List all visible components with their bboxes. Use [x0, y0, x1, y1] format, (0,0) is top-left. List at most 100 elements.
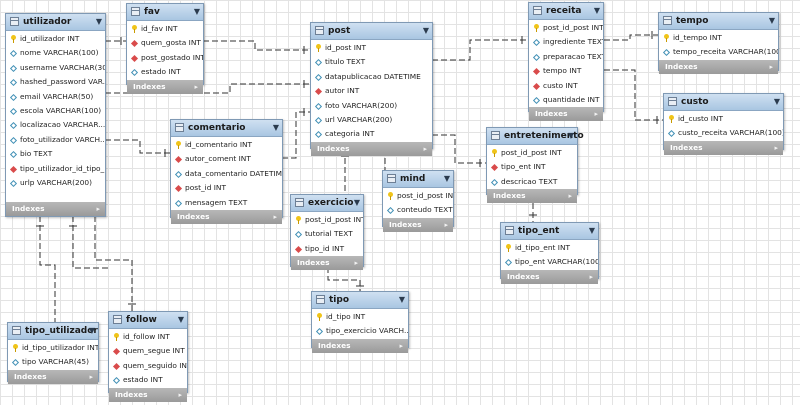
column-row[interactable]: categoria INT [311, 127, 432, 141]
column-row[interactable]: urlp VARCHAR(200) [6, 176, 105, 190]
column-row[interactable]: id_tipo_ent INT [501, 241, 598, 255]
column-row[interactable]: tempo INT [529, 64, 603, 78]
table-header[interactable]: custo▼ [664, 94, 783, 111]
table-header[interactable]: fav▼ [127, 4, 203, 21]
column-row[interactable]: custo INT [529, 79, 603, 93]
column-row[interactable]: url VARCHAR(200) [311, 113, 432, 127]
table-header[interactable]: exercicio▼ [291, 195, 363, 212]
column-row[interactable]: id_tipo_utilizador INT [8, 341, 98, 355]
collapse-arrow-icon[interactable]: ▼ [768, 16, 775, 25]
collapse-arrow-icon[interactable]: ▼ [272, 123, 279, 132]
table-header[interactable]: tempo▼ [659, 13, 778, 30]
indexes-footer[interactable]: Indexes [487, 189, 577, 204]
column-row[interactable]: escola VARCHAR(100) [6, 104, 105, 118]
column-row[interactable]: id_tipo INT [312, 310, 408, 324]
collapse-arrow-icon[interactable]: ▼ [398, 295, 405, 304]
column-row[interactable]: preparacao TEXT [529, 50, 603, 64]
column-row[interactable]: quantidade INT [529, 93, 603, 107]
column-row[interactable]: quem_segue INT [109, 344, 187, 358]
indexes-footer[interactable]: Indexes [291, 256, 363, 271]
indexes-footer[interactable]: Indexes [171, 209, 282, 224]
column-row[interactable]: tutorial TEXT [291, 227, 363, 241]
column-row[interactable]: id_utilizador INT [6, 32, 105, 46]
column-row[interactable]: tipo VARCHAR(45) [8, 355, 98, 369]
indexes-footer[interactable]: Indexes [312, 338, 408, 353]
column-row[interactable]: hashed_password VAR... [6, 75, 105, 89]
table-header[interactable]: post▼ [311, 23, 432, 40]
table-header[interactable]: tipo▼ [312, 292, 408, 309]
collapse-arrow-icon[interactable]: ▼ [567, 131, 574, 140]
column-row[interactable]: nome VARCHAR(100) [6, 46, 105, 60]
column-row[interactable]: email VARCHAR(50) [6, 90, 105, 104]
collapse-arrow-icon[interactable]: ▼ [773, 97, 780, 106]
column-row[interactable]: ingrediente TEXT [529, 35, 603, 49]
indexes-footer[interactable]: Indexes [529, 107, 603, 122]
column-row[interactable]: estado INT [127, 65, 203, 79]
column-row[interactable]: tipo_exercicio VARCH... [312, 324, 408, 338]
collapse-arrow-icon[interactable]: ▼ [193, 7, 200, 16]
column-row[interactable]: titulo TEXT [311, 55, 432, 69]
column-row[interactable]: quem_seguido INT [109, 359, 187, 373]
column-row[interactable]: tipo_id INT [291, 242, 363, 256]
column-row[interactable]: tipo_utilizador_id_tipo_... [6, 162, 105, 176]
indexes-footer[interactable]: Indexes [6, 202, 105, 216]
table-header[interactable]: follow▼ [109, 312, 187, 329]
column-row[interactable]: post_id_post INT [487, 146, 577, 160]
column-row[interactable]: post_gostado INT [127, 51, 203, 65]
table-header[interactable]: tipo_ent▼ [501, 223, 598, 240]
table-header[interactable]: entretenimento▼ [487, 128, 584, 145]
column-row[interactable]: post_id INT [171, 181, 282, 195]
indexes-footer[interactable]: Indexes [127, 79, 203, 94]
indexes-footer[interactable]: Indexes [383, 217, 453, 232]
collapse-arrow-icon[interactable]: ▼ [593, 6, 600, 15]
column-row[interactable]: descricao TEXT [487, 175, 577, 189]
column-row[interactable]: conteudo TEXT [383, 203, 453, 217]
indexes-footer[interactable]: Indexes [501, 269, 598, 284]
column-row[interactable]: foto_utilizador VARCH... [6, 133, 105, 147]
table-header[interactable]: tipo_utilizador▼ [8, 323, 98, 340]
table-header[interactable]: comentario▼ [171, 120, 282, 137]
collapse-arrow-icon[interactable]: ▼ [177, 315, 184, 324]
table-header[interactable]: mind▼ [383, 171, 453, 188]
column-row[interactable]: post_id_post INT [291, 213, 363, 227]
column-row[interactable]: post_id_post INT [529, 21, 603, 35]
column-row[interactable]: quem_gosta INT [127, 36, 203, 50]
column-row[interactable]: foto VARCHAR(200) [311, 99, 432, 113]
collapse-arrow-icon[interactable]: ▼ [422, 26, 429, 35]
column-row[interactable]: id_tempo INT [659, 31, 778, 45]
column-row[interactable]: id_follow INT [109, 330, 187, 344]
indexes-footer[interactable]: Indexes [664, 140, 783, 155]
column-row[interactable]: autor INT [311, 84, 432, 98]
column-row[interactable]: datapublicacao DATETIME [311, 70, 432, 84]
indexes-footer[interactable]: Indexes [659, 59, 778, 74]
column-row[interactable]: estado INT [109, 373, 187, 387]
column-row[interactable]: data_comentario DATETIME [171, 167, 282, 181]
column-row[interactable]: id_fav INT [127, 22, 203, 36]
collapse-arrow-icon[interactable]: ▼ [95, 17, 102, 26]
column-row[interactable]: mensagem TEXT [171, 196, 282, 210]
column-row[interactable]: id_comentario INT [171, 138, 282, 152]
column-row[interactable]: bio TEXT [6, 147, 105, 161]
column-row[interactable]: tipo_ent VARCHAR(100) [501, 255, 598, 269]
collapse-arrow-icon[interactable]: ▼ [88, 326, 95, 335]
column-row[interactable]: id_post INT [311, 41, 432, 55]
collapse-arrow-icon[interactable]: ▼ [443, 174, 450, 183]
indexes-footer[interactable]: Indexes [311, 141, 432, 156]
table-header[interactable]: receita▼ [529, 3, 603, 20]
indexes-footer[interactable]: Indexes [8, 369, 98, 384]
column-row[interactable]: username VARCHAR(30) [6, 61, 105, 75]
column-row[interactable]: tipo_ent INT [487, 160, 577, 174]
